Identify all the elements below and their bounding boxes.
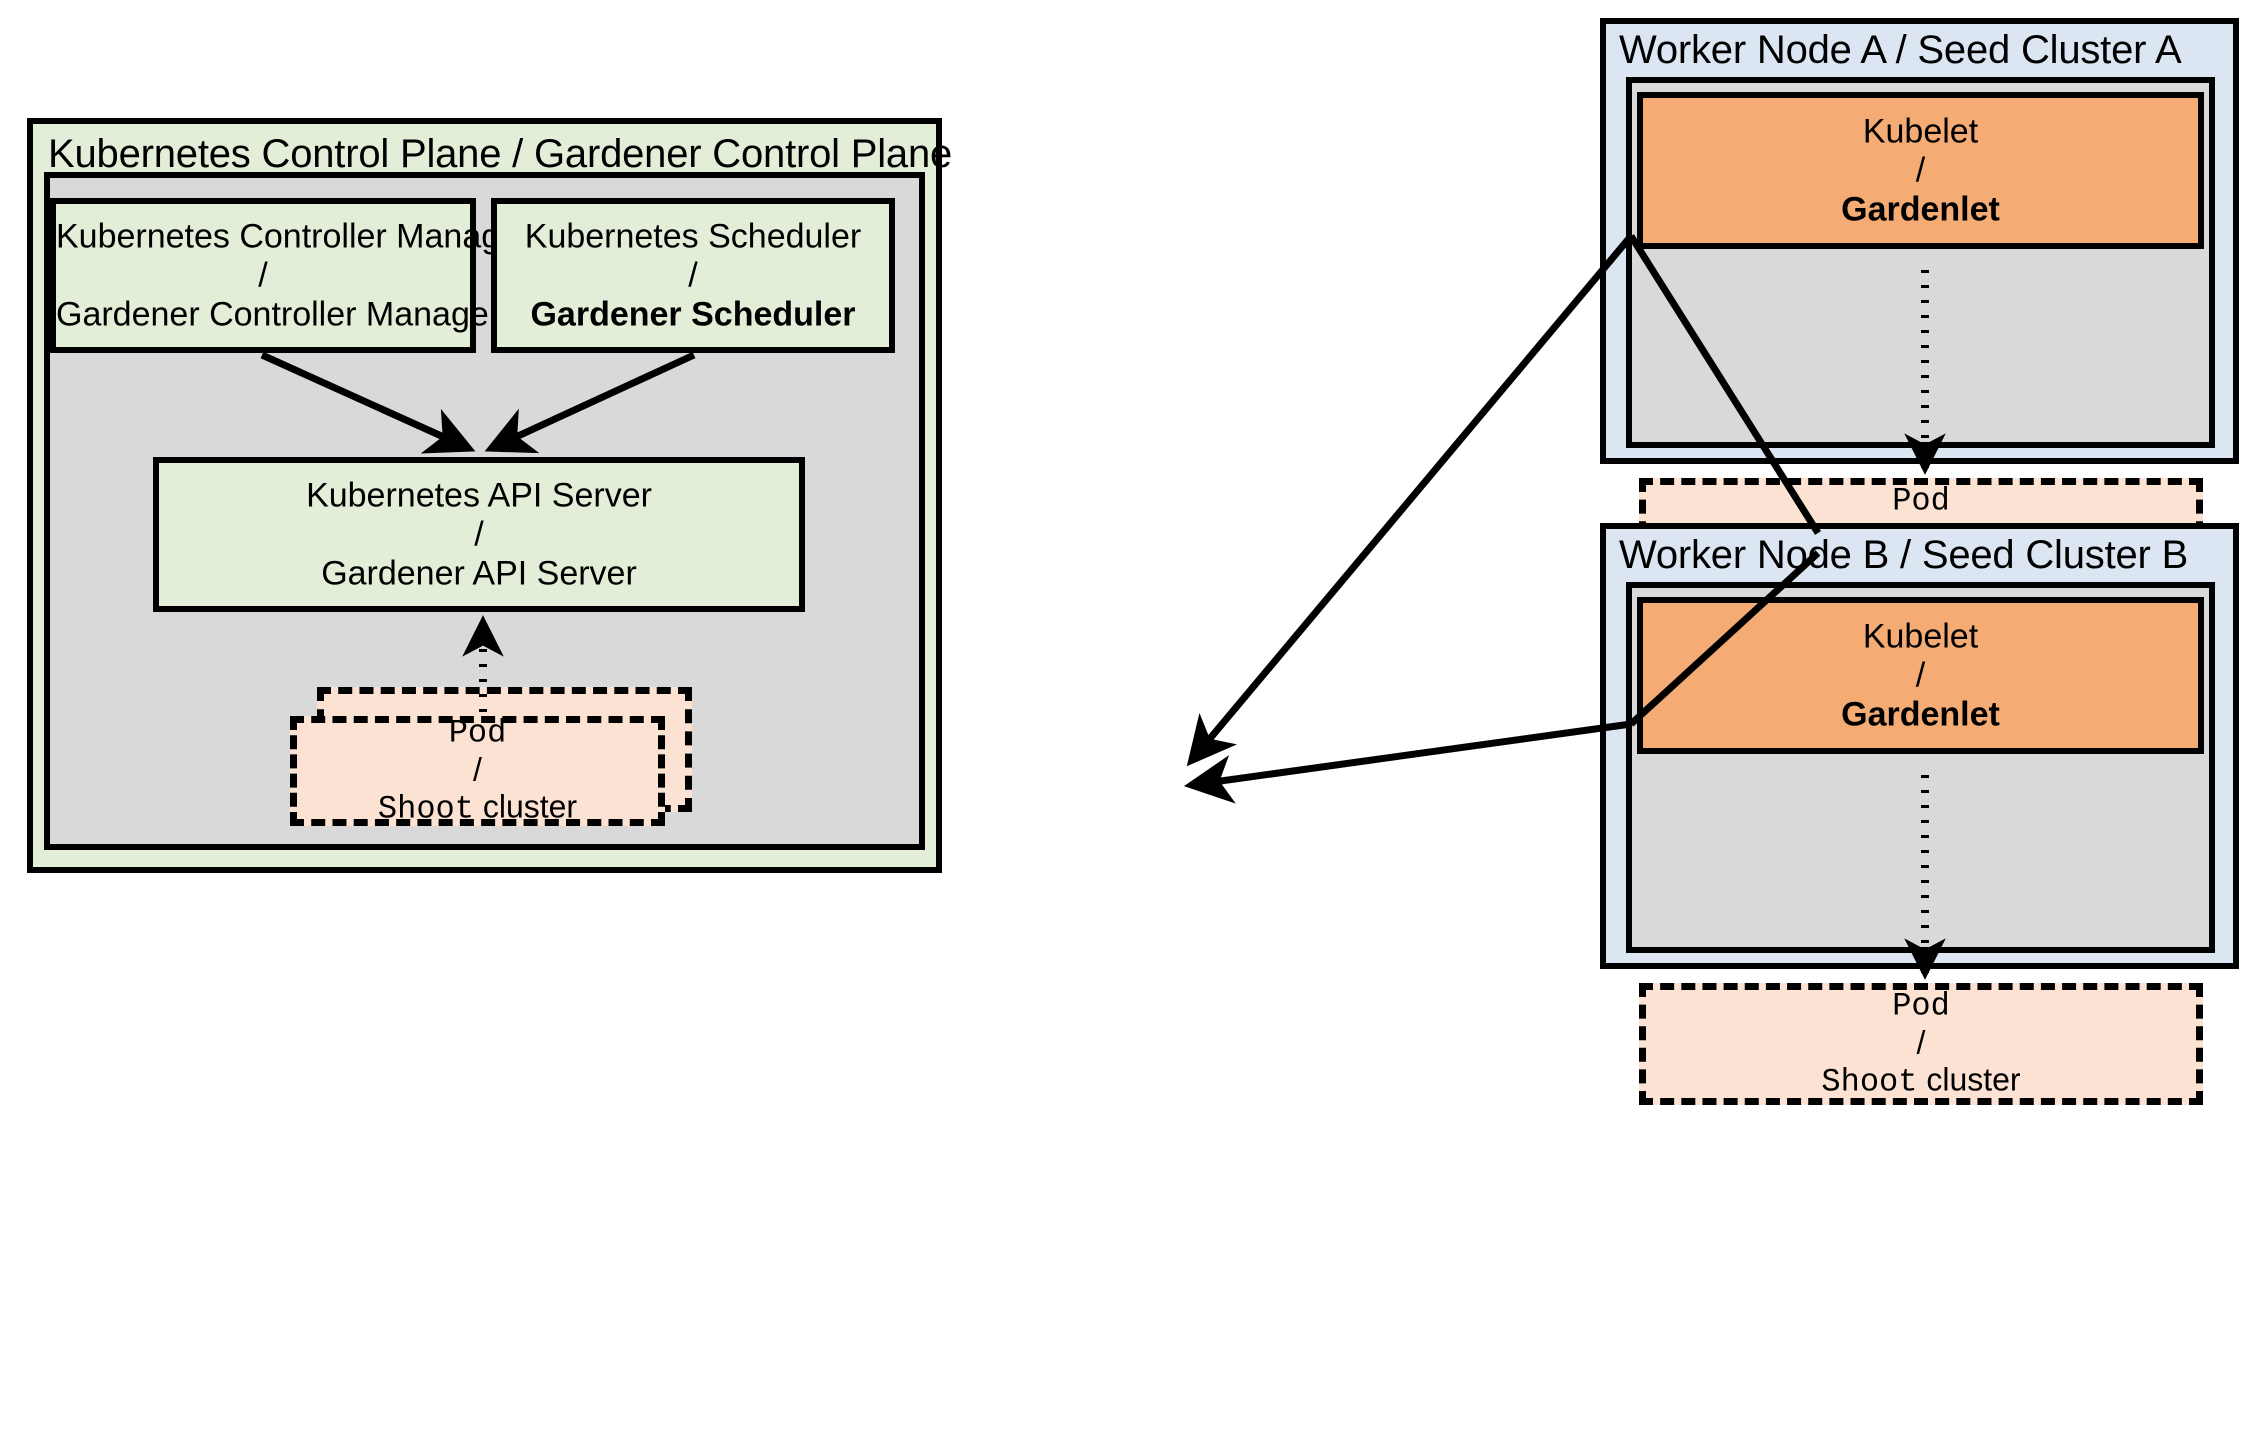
pod-b-label-group: Pod / Shoot cluster bbox=[1646, 988, 2196, 1101]
kubernetes-api-server-box[interactable]: Kubernetes API Server / Gardener API Ser… bbox=[153, 457, 805, 612]
api-server-line1: Kubernetes API Server bbox=[306, 476, 652, 514]
pod-b-cluster-word: cluster bbox=[1926, 1061, 2021, 1098]
kubelet-b-separator: / bbox=[1915, 656, 1926, 694]
api-server-label-group: Kubernetes API Server / Gardener API Ser… bbox=[159, 476, 799, 593]
kubelet-a-separator: / bbox=[1915, 151, 1926, 189]
scheduler-line2: Gardener Scheduler bbox=[530, 295, 856, 333]
scheduler-line1: Kubernetes Scheduler bbox=[524, 217, 862, 255]
controller-manager-line1: Kubernetes Controller Manager bbox=[56, 217, 531, 255]
control-plane-pod-line2: Shoot cluster bbox=[297, 789, 658, 828]
gardenlet-b-line2: Gardenlet bbox=[1841, 695, 2000, 733]
api-server-separator: / bbox=[474, 515, 484, 553]
pod-b-shoot-word: Shoot bbox=[1821, 1063, 1918, 1101]
control-plane-pod-cluster-word: cluster bbox=[482, 788, 578, 825]
pod-a-line1: Pod bbox=[1892, 482, 1950, 520]
control-plane-pod-shoot-word: Shoot bbox=[377, 790, 474, 828]
controller-manager-label-group: Kubernetes Controller Manager / Gardener… bbox=[56, 217, 531, 334]
worker-node-b-title: Worker Node B / Seed Cluster B bbox=[1619, 533, 2189, 577]
connector-seed-a-to-api-server bbox=[1186, 233, 1634, 767]
kubelet-a-label-group: Kubelet / Gardenlet bbox=[1643, 112, 2198, 229]
scheduler-label-group: Kubernetes Scheduler / Gardener Schedule… bbox=[497, 217, 889, 334]
control-plane-pod-line1: Pod bbox=[448, 714, 507, 752]
gardenlet-a-line2: Gardenlet bbox=[1841, 190, 2000, 228]
kubelet-gardenlet-a-box[interactable]: Kubelet / Gardenlet bbox=[1637, 92, 2204, 249]
pod-b-separator: / bbox=[1916, 1024, 1926, 1061]
api-server-line2: Gardener API Server bbox=[321, 554, 637, 592]
worker-node-a-title: Worker Node A / Seed Cluster A bbox=[1619, 28, 2182, 72]
scheduler-separator: / bbox=[688, 256, 698, 294]
kubelet-a-line1: Kubelet bbox=[1862, 112, 1979, 150]
pod-b-line1: Pod bbox=[1892, 987, 1950, 1025]
connector-seed-b-to-api-server bbox=[1183, 720, 1632, 804]
kubelet-gardenlet-b-box[interactable]: Kubelet / Gardenlet bbox=[1637, 597, 2204, 754]
pod-b-line2: Shoot cluster bbox=[1646, 1062, 2196, 1101]
control-plane-pod-label-group: Pod / Shoot cluster bbox=[297, 715, 658, 828]
kubelet-b-label-group: Kubelet / Gardenlet bbox=[1643, 617, 2198, 734]
control-plane-pod-separator: / bbox=[473, 751, 482, 788]
control-plane-pod-box[interactable]: Pod / Shoot cluster bbox=[290, 715, 665, 828]
control-plane-title: Kubernetes Control Plane / Gardener Cont… bbox=[48, 132, 953, 176]
worker-node-b-pod-box[interactable]: Pod / Shoot cluster bbox=[1639, 983, 2203, 1105]
kubelet-b-line1: Kubelet bbox=[1862, 617, 1979, 655]
controller-manager-line2: Gardener Controller Manager bbox=[56, 295, 501, 333]
controller-manager-separator: / bbox=[258, 256, 268, 294]
kubernetes-controller-manager-box[interactable]: Kubernetes Controller Manager / Gardener… bbox=[50, 198, 531, 353]
kubernetes-scheduler-box[interactable]: Kubernetes Scheduler / Gardener Schedule… bbox=[491, 198, 895, 353]
